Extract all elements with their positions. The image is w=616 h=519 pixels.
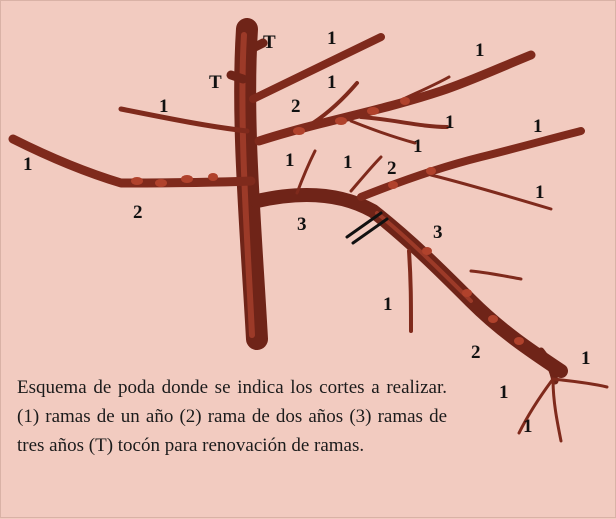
label-t-top: T: [263, 32, 276, 53]
label-t-left: T: [209, 72, 222, 93]
stump-top: [246, 38, 268, 54]
label-one: 1: [159, 96, 169, 117]
label-one: 1: [535, 182, 545, 203]
label-one: 1: [499, 382, 509, 403]
label-two: 2: [387, 158, 397, 179]
label-one: 1: [343, 152, 353, 173]
label-one: 1: [581, 348, 591, 369]
label-one: 1: [383, 294, 393, 315]
figure-caption: Esquema de poda donde se indica los cort…: [17, 377, 447, 456]
branch-left-long: [8, 134, 256, 188]
cut-marks: [345, 211, 389, 245]
label-one: 1: [475, 40, 485, 61]
branch-upper: [249, 33, 385, 103]
label-one: 1: [445, 112, 455, 133]
label-one: 1: [413, 136, 423, 157]
label-one: 1: [327, 28, 337, 49]
label-three: 3: [433, 222, 443, 243]
branch-upper-right: [254, 50, 536, 146]
label-two: 2: [133, 202, 143, 223]
label-one: 1: [327, 72, 337, 93]
label-two: 2: [291, 96, 301, 117]
label-two: 2: [471, 342, 481, 363]
label-one: 1: [23, 154, 33, 175]
label-one: 1: [285, 150, 295, 171]
branch-hanging: [407, 249, 413, 333]
label-one: 1: [533, 116, 543, 137]
label-one: 1: [523, 416, 533, 437]
bud-marks: [131, 97, 524, 345]
stump-left: [226, 70, 248, 84]
label-three: 3: [297, 214, 307, 235]
branch-left-upper: [118, 106, 250, 134]
